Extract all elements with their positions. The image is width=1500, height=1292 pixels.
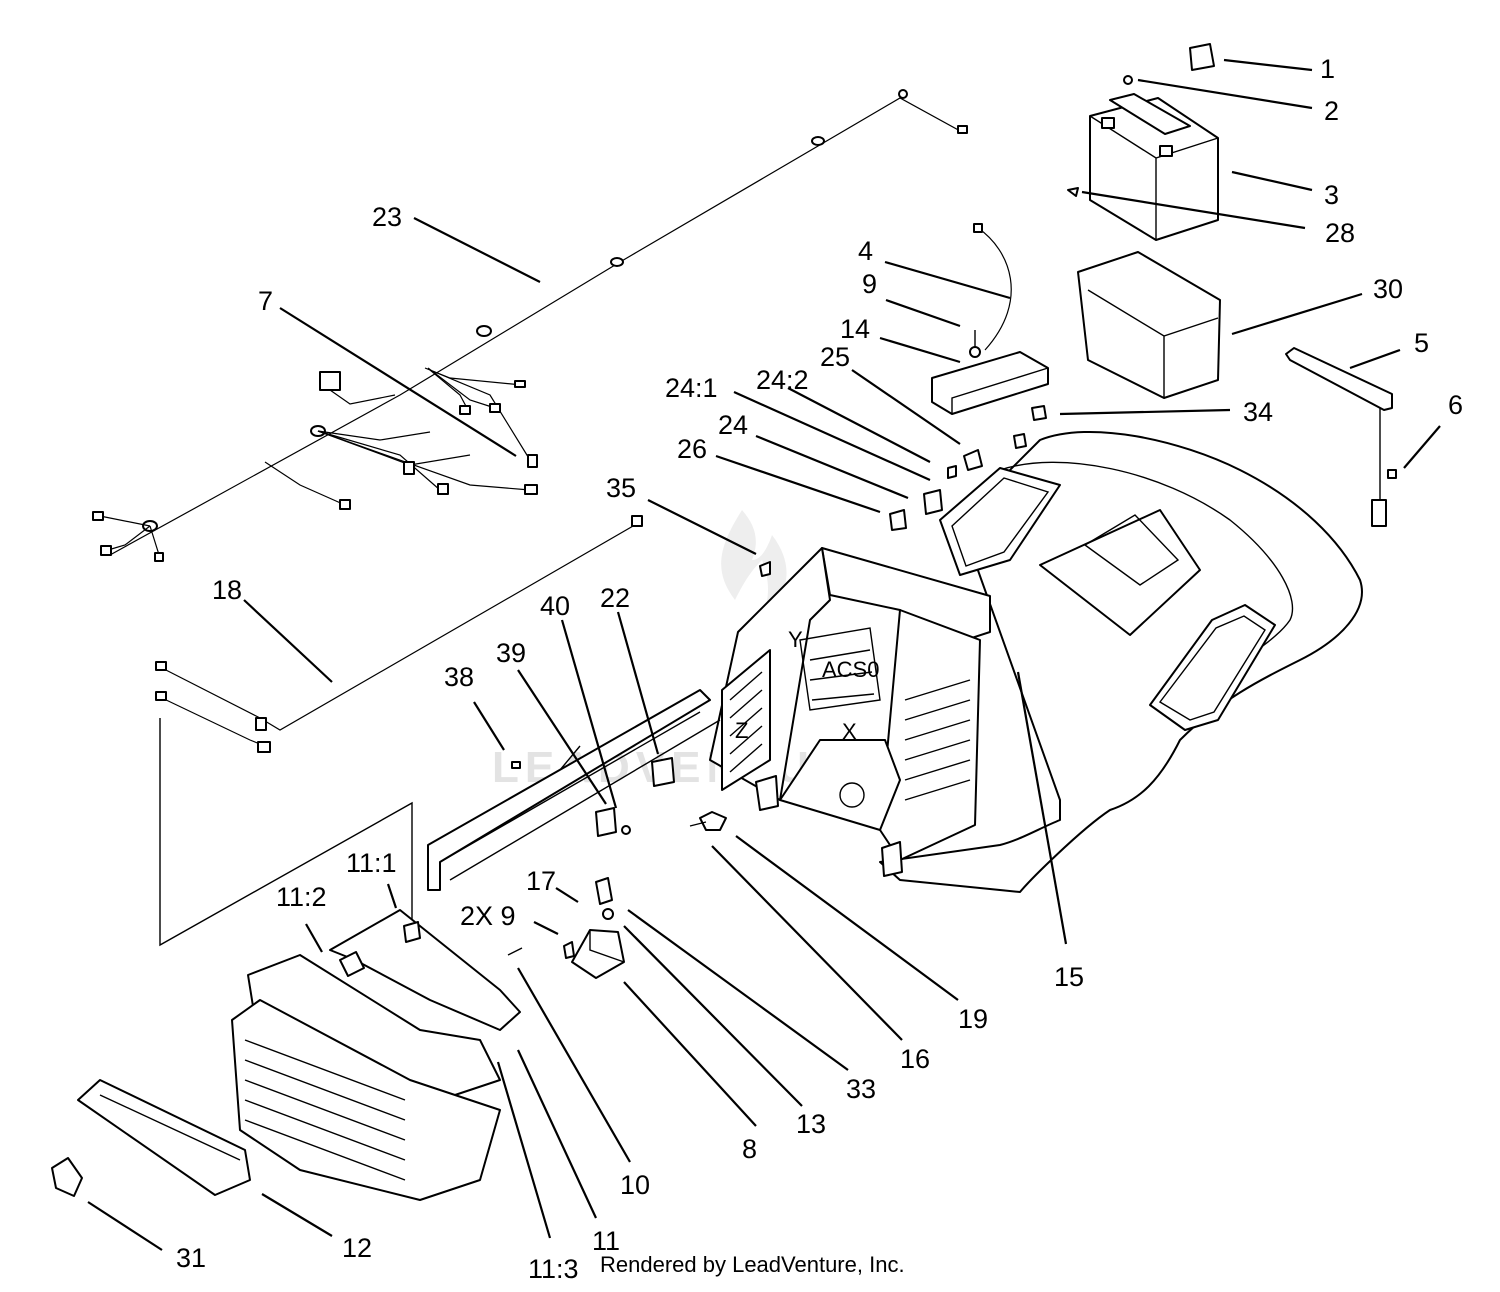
callout-4: 4 [858, 236, 873, 266]
view-letter-x: X [842, 719, 857, 744]
harness-18 [155, 515, 643, 753]
strap-5-6 [1285, 347, 1397, 527]
emblem [51, 1157, 83, 1197]
callout-13: 13 [796, 1109, 826, 1139]
hood-assembly [51, 909, 521, 1201]
dash-side [879, 609, 981, 861]
key-switch-parts [689, 811, 727, 831]
dash-floor [779, 739, 901, 831]
view-label-acso: ACS0 [822, 657, 879, 682]
fender-slot-left [939, 467, 1061, 576]
callout-31: 31 [176, 1243, 206, 1273]
battery-cable-and-bracket [931, 223, 1049, 415]
callout-3: 3 [1324, 180, 1339, 210]
callout-18: 18 [212, 575, 242, 605]
callout-7: 7 [258, 286, 273, 316]
hood-grille [231, 999, 501, 1201]
relay-plug [319, 371, 341, 391]
callout-15: 15 [1054, 962, 1084, 992]
leader-lines [87, 58, 1441, 1251]
callout-25: 25 [820, 342, 850, 372]
view-letters: Y Z X ACS0 [735, 627, 879, 744]
frame-rail [427, 689, 721, 891]
callout-12: 12 [342, 1233, 372, 1263]
callout-24-1: 24:1 [665, 373, 718, 403]
view-letter-y: Y [788, 627, 803, 652]
callout-28: 28 [1325, 218, 1355, 248]
callout-17: 17 [526, 866, 556, 896]
tractor-body [709, 430, 1363, 893]
callout-16: 16 [900, 1044, 930, 1074]
watermark-flame-icon [721, 510, 787, 615]
view-letter-z: Z [735, 718, 748, 743]
callout-39: 39 [496, 638, 526, 668]
callout-30: 30 [1373, 274, 1403, 304]
battery-tray [1077, 251, 1221, 399]
callout-22: 22 [600, 583, 630, 613]
callout-9: 9 [862, 269, 877, 299]
callout-2: 2 [1324, 96, 1339, 126]
callout-35: 35 [606, 473, 636, 503]
callout-8: 8 [742, 1134, 757, 1164]
battery-cap [1189, 43, 1215, 71]
callout-38: 38 [444, 662, 474, 692]
starter-solenoid [507, 877, 625, 979]
callout-labels: 1 2 3 28 4 9 30 5 14 25 24:2 24:1 34 6 2… [176, 54, 1463, 1284]
callout-24-2: 24:2 [756, 365, 809, 395]
mount-bracket [931, 351, 1049, 415]
callout-5: 5 [1414, 328, 1429, 358]
hood-lens [77, 1079, 251, 1196]
callout-14: 14 [840, 314, 870, 344]
callout-11-3: 11:3 [528, 1254, 579, 1284]
callout-40: 40 [540, 591, 570, 621]
hood-outline [159, 718, 413, 947]
fuse-holder-parts [759, 405, 1047, 577]
battery [1089, 97, 1219, 241]
callout-23: 23 [372, 202, 402, 232]
callout-26: 26 [677, 434, 707, 464]
render-credit: Rendered by LeadVenture, Inc. [600, 1252, 905, 1277]
callout-10: 10 [620, 1170, 650, 1200]
callout-33: 33 [846, 1074, 876, 1104]
callout-1: 1 [1320, 54, 1335, 84]
callout-24: 24 [718, 410, 748, 440]
callout-11-1: 11:1 [346, 848, 397, 878]
main-wire-harness [92, 89, 968, 562]
battery-assembly [1067, 43, 1221, 399]
callout-11: 11 [592, 1226, 620, 1256]
callout-19: 19 [958, 1004, 988, 1034]
callout-34: 34 [1243, 397, 1273, 427]
callout-2x9: 2X 9 [460, 901, 516, 931]
callout-11-2: 11:2 [276, 882, 327, 912]
callout-6: 6 [1448, 390, 1463, 420]
fender-slot-right [1149, 604, 1276, 731]
dash-louver [721, 649, 771, 791]
